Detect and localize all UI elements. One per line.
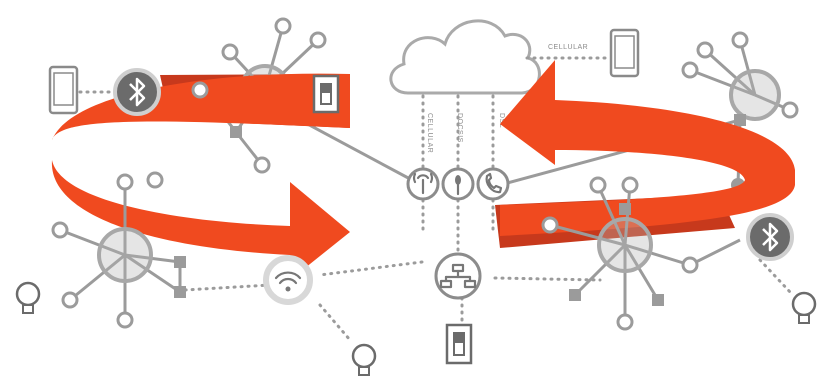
mesh-hub-icon (729, 69, 781, 121)
wifi-icon (263, 255, 313, 305)
smartphone-icon (48, 65, 79, 115)
cable-modem-icon (441, 167, 475, 201)
router-network-icon (434, 252, 482, 300)
lightbulb-icon (351, 343, 377, 376)
mesh-hub-icon (597, 217, 653, 273)
orange-arrow-right (500, 60, 795, 236)
orange-arrow-left (51, 73, 350, 280)
smartphone-icon (609, 28, 640, 78)
cloud-links (78, 56, 792, 342)
dsl-label: DSL (498, 113, 505, 128)
bluetooth-icon (113, 68, 161, 116)
cellular-label-vertical: CELLULAR (426, 113, 433, 153)
mesh-cluster-bottom-right (541, 176, 741, 331)
mesh-node (191, 81, 209, 99)
bluetooth-icon (746, 213, 794, 261)
lightbulb-icon (791, 291, 817, 324)
light-switch-icon (312, 74, 340, 114)
light-switch-icon (445, 323, 473, 365)
phone-handset-icon (476, 167, 510, 201)
docsis-label: DOCSIS (456, 113, 463, 143)
mesh-hub-icon (97, 227, 153, 283)
lightbulb-icon (15, 281, 41, 314)
cellular-label-top: CELLULAR (548, 44, 588, 51)
cellular-antenna-icon (406, 167, 440, 201)
cloud-icon (389, 19, 541, 95)
mesh-cluster-bottom-left (51, 171, 186, 329)
